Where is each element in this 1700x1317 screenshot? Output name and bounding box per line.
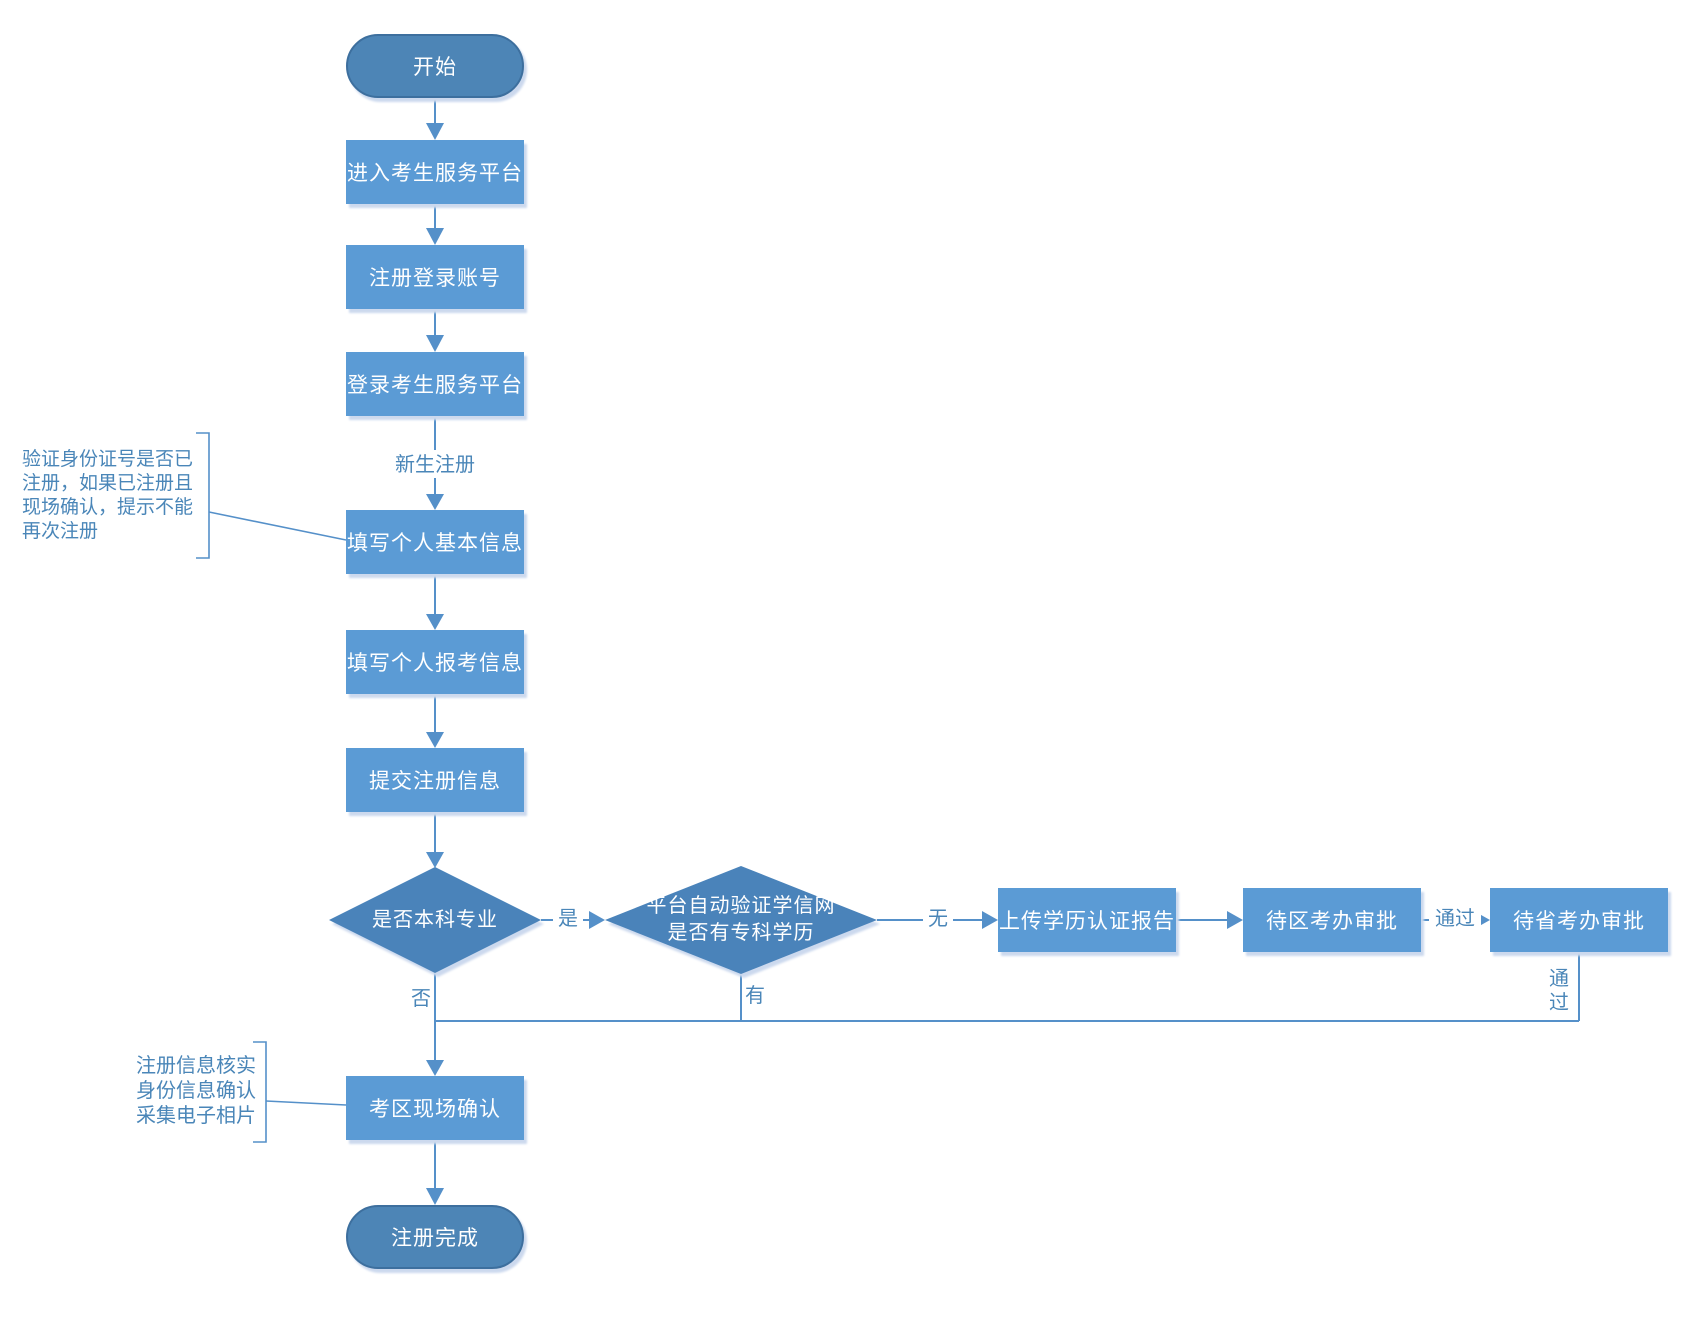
node-fill-apply-info: 填写个人报考信息 bbox=[346, 630, 524, 694]
node-complete: 注册完成 bbox=[346, 1205, 524, 1269]
arrowhead-basicinfo bbox=[426, 494, 444, 510]
node-province-approval: 待省考办审批 bbox=[1490, 888, 1668, 952]
arrowhead-district bbox=[1227, 911, 1243, 929]
node-start: 开始 bbox=[346, 34, 524, 98]
arrowhead-enter bbox=[426, 123, 444, 140]
bracket-onsite-steps bbox=[253, 1041, 267, 1143]
node-submit-info: 提交注册信息 bbox=[346, 748, 524, 812]
annotation-onsite-steps-line1: 注册信息核实 bbox=[136, 1055, 256, 1077]
annotation-onsite-steps-line2: 身份信息确认 bbox=[136, 1080, 256, 1102]
arrowhead-decision1 bbox=[426, 852, 444, 868]
decision-chsi-label-line2: 是否有专科学历 bbox=[667, 922, 815, 944]
edge-label-pass-vertical-char2: 过 bbox=[1549, 992, 1569, 1014]
annotation-id-check-line1: 验证身份证号是否已 bbox=[22, 449, 194, 470]
arrowhead-decision2 bbox=[589, 911, 605, 929]
decision-chsi-shape bbox=[605, 866, 877, 974]
arrowhead-onsite bbox=[426, 1060, 444, 1076]
node-fill-basic-info: 填写个人基本信息 bbox=[346, 510, 524, 574]
bracket-id-check bbox=[196, 432, 210, 559]
node-upload-report: 上传学历认证报告 bbox=[998, 888, 1176, 952]
node-register-account: 注册登录账号 bbox=[346, 245, 524, 309]
node-district-approval: 待区考办审批 bbox=[1243, 888, 1421, 952]
decision-chsi-label-line1: 平台自动验证学信网 bbox=[646, 895, 836, 917]
edge-label-pass-vertical-char1: 通 bbox=[1549, 968, 1569, 990]
annotation-id-check-line3: 现场确认，提示不能 bbox=[22, 497, 194, 518]
arrowhead-applyinfo bbox=[426, 614, 444, 630]
node-login-platform: 登录考生服务平台 bbox=[346, 352, 524, 416]
edge-label-new-student: 新生注册 bbox=[395, 454, 475, 476]
edge-label-pass-vertical: 通 过 bbox=[1546, 967, 1572, 1015]
arrowhead-login bbox=[426, 335, 444, 352]
connector-id-check bbox=[208, 511, 347, 541]
decision-undergrad-label: 是否本科专业 bbox=[372, 909, 498, 931]
annotation-id-check-line4: 再次注册 bbox=[22, 521, 99, 542]
edge-label-has: 有 bbox=[745, 985, 765, 1007]
edge-label-pass-horizontal: 通过 bbox=[1429, 907, 1481, 931]
annotation-onsite-steps-line3: 采集电子相片 bbox=[136, 1105, 256, 1127]
edge-label-no: 否 bbox=[411, 988, 431, 1010]
arrowhead-submit bbox=[426, 732, 444, 748]
node-enter-platform: 进入考生服务平台 bbox=[346, 140, 524, 204]
arrowhead-upload bbox=[982, 911, 998, 929]
annotation-id-check: 验证身份证号是否已 注册，如果已注册且 现场确认，提示不能 再次注册 bbox=[22, 448, 193, 544]
decision-undergrad-shape bbox=[329, 867, 541, 973]
decision-chsi-label: 平台自动验证学信网 是否有专科学历 bbox=[621, 893, 861, 947]
connector-onsite-steps bbox=[265, 1100, 347, 1106]
edge-label-none: 无 bbox=[923, 907, 953, 931]
annotation-onsite-steps: 注册信息核实 身份信息确认 采集电子相片 bbox=[136, 1054, 256, 1129]
arrowhead-complete bbox=[426, 1188, 444, 1205]
annotation-id-check-line2: 注册，如果已注册且 bbox=[22, 473, 194, 494]
node-onsite-confirm: 考区现场确认 bbox=[346, 1076, 524, 1140]
edge-label-yes: 是 bbox=[553, 907, 583, 931]
arrowhead-register bbox=[426, 228, 444, 245]
